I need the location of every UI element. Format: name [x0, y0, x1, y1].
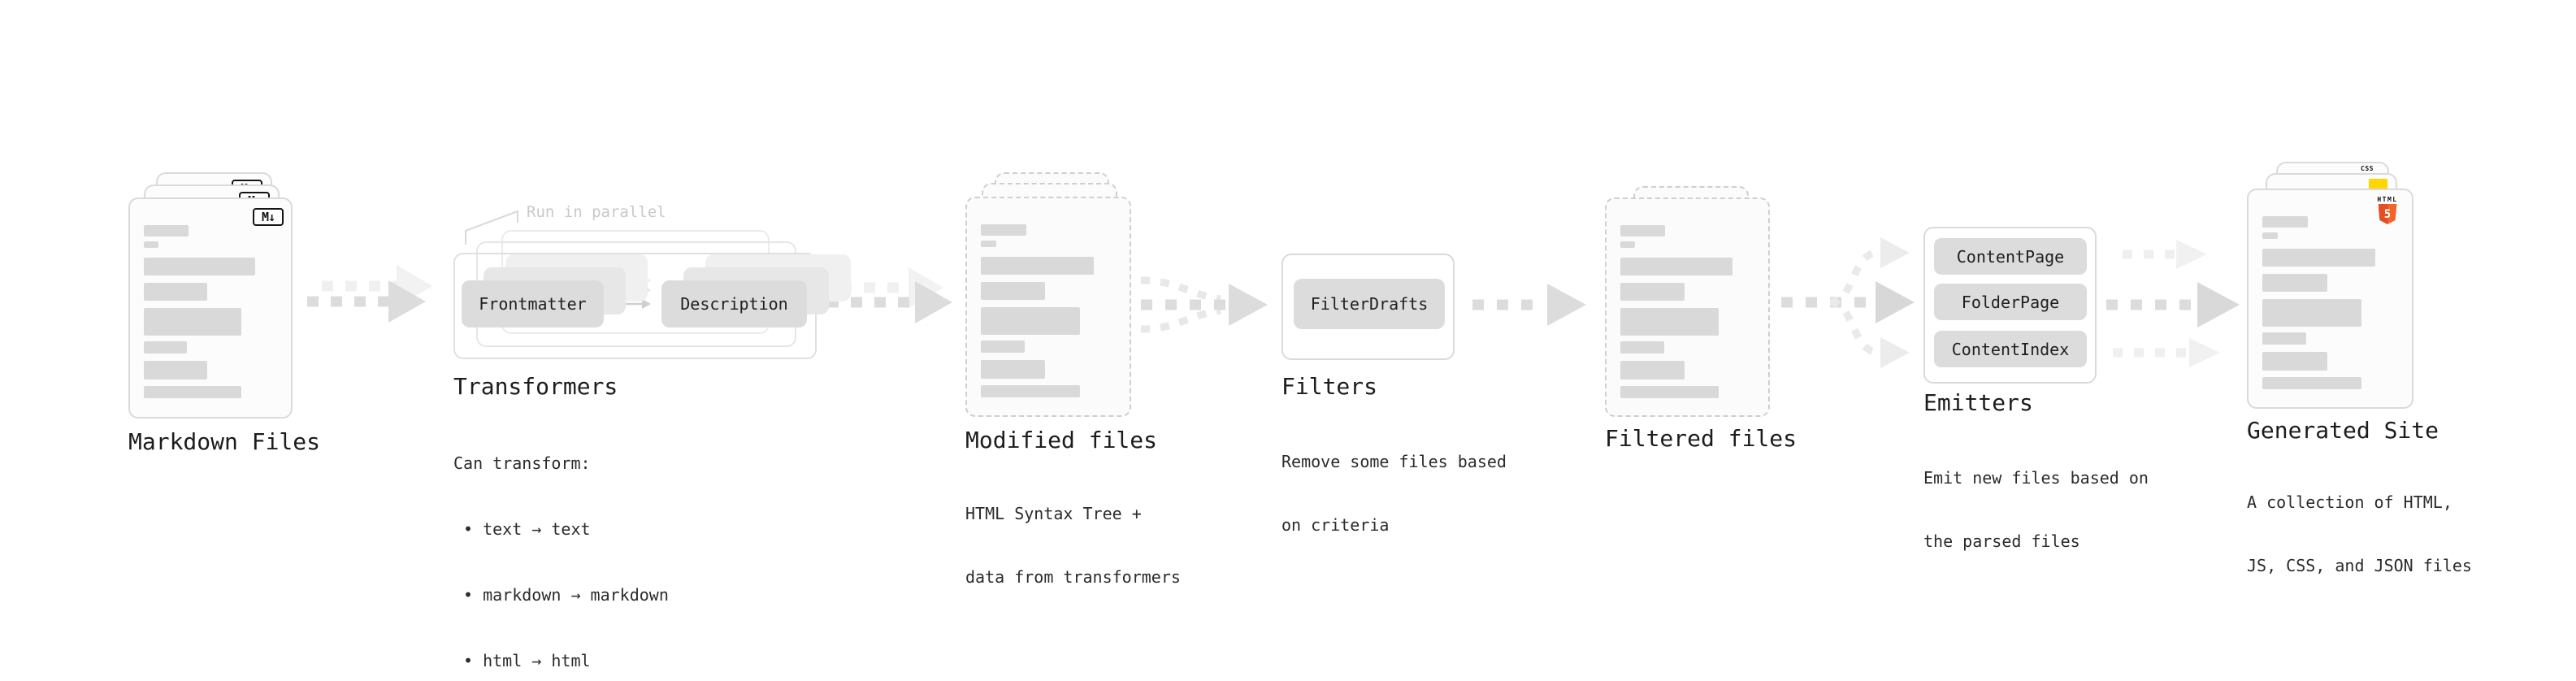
markdown-file-card: M↓ [128, 197, 293, 419]
filtered-file-card [1605, 197, 1770, 417]
site-file-card-html: HTML 5 [2247, 189, 2413, 409]
document-placeholder-lines [144, 225, 280, 398]
stage-label-filtered-files: Filtered files [1605, 425, 1798, 452]
filters-box [1281, 254, 1455, 360]
transformers-bullet-1: • text → text [463, 519, 591, 539]
transformers-desc-title: Can transform: [453, 453, 591, 473]
contentindex-pill: ContentIndex [1934, 331, 2087, 367]
stage-label-modified-files: Modified files [965, 427, 1158, 453]
modified-sub-line1: HTML Syntax Tree + [965, 504, 1142, 523]
frontmatter-pill: Frontmatter [462, 280, 604, 327]
html5-icon: HTML 5 [2370, 196, 2405, 224]
emitters-description: Emit new files based on the parsed files [1923, 425, 2149, 594]
transformers-bullet-3: • html → html [463, 651, 591, 670]
folderpage-pill: FolderPage [1934, 284, 2087, 320]
filters-sub-line1: Remove some files based [1281, 452, 1507, 471]
arrow-filtered-to-emitters [1781, 237, 1915, 368]
contentpage-pill: ContentPage [1934, 238, 2087, 275]
stage-label-markdown-files: Markdown Files [128, 428, 321, 455]
emitters-sub-line2: the parsed files [1923, 531, 2080, 551]
transformers-description: Can transform: • text → text • markdown … [453, 409, 669, 681]
transformers-bullet-2: • markdown → markdown [463, 585, 669, 605]
site-sub-line1: A collection of HTML, [2247, 492, 2452, 512]
document-placeholder-lines [2262, 216, 2400, 389]
arrow-markdown-to-transformers [307, 265, 432, 323]
document-placeholder-lines [1620, 225, 1757, 398]
stage-label-emitters: Emitters [1923, 389, 2033, 416]
modified-files-description: HTML Syntax Tree + data from transformer… [965, 461, 1181, 630]
arrow-modified-to-filters [1140, 276, 1268, 333]
arrow-emitters-to-site [2106, 240, 2240, 367]
stage-label-generated-site: Generated Site [2247, 417, 2439, 444]
stage-label-filters: Filters [1281, 373, 1378, 400]
site-sub-line2: JS, CSS, and JSON files [2247, 556, 2472, 575]
description-pill: Description [661, 280, 807, 327]
filterdrafts-pill: FilterDrafts [1294, 279, 1445, 329]
modified-file-card [965, 197, 1131, 417]
filters-sub-line2: on criteria [1281, 515, 1390, 535]
arrow-filters-to-filtered [1472, 284, 1586, 326]
js-icon [2369, 179, 2387, 190]
emitters-sub-line1: Emit new files based on [1923, 468, 2149, 488]
filters-description: Remove some files based on criteria [1281, 409, 1507, 578]
modified-sub-line2: data from transformers [965, 567, 1181, 587]
emitters-box [1923, 227, 2097, 384]
stage-label-transformers: Transformers [453, 373, 618, 400]
document-placeholder-lines [981, 224, 1118, 397]
run-in-parallel-note: Run in parallel [527, 203, 666, 221]
markdown-icon: M↓ [253, 208, 284, 226]
arrow-transformers-to-modified [827, 267, 952, 323]
note-leader-line [465, 210, 518, 245]
site-description: A collection of HTML, JS, CSS, and JSON … [2247, 449, 2472, 618]
